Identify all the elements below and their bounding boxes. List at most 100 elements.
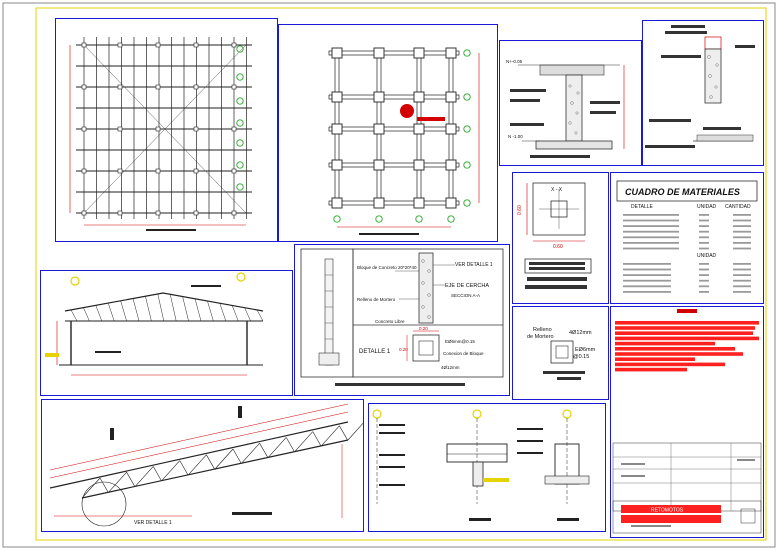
column-footing [373,159,385,171]
column-mark [155,210,161,216]
column-footing [413,91,425,103]
column-mark [81,42,87,48]
table-row-qty [733,219,751,222]
column-mark [81,210,87,216]
beam-rect [328,200,460,206]
column-footing [445,91,457,103]
top-chord [64,292,264,312]
truss-web [81,477,101,499]
materials-table-drawing: CUADRO DE MATERIALES DETALLE UNIDAD CANT… [616,180,758,293]
axis-bubble [333,215,341,223]
col-varilla-label: 4Ø12mm [569,330,592,336]
label-bar [517,428,543,430]
table-row-qty [733,214,751,216]
col-relleno-label: Relleno [533,327,552,333]
table-row-text [623,285,671,288]
truss-web [321,425,340,447]
column-footing [331,91,343,103]
table-row-text [623,236,679,239]
column-footing [413,123,425,135]
truss-web [126,472,135,487]
table-row-text [623,219,679,222]
note-line [615,321,759,325]
col-unidad-header: UNIDAD [697,204,717,210]
truss-web [259,443,268,458]
column-footing [445,197,457,209]
column-mark [231,84,237,90]
column-mark [155,126,161,132]
truss-web [145,296,152,322]
axis-bubble [447,215,455,223]
table-row-text [623,247,679,250]
column-section-drawing: X - X 0.60 0.60 [517,182,592,289]
beam-rect [328,162,460,168]
beam-rect [328,94,460,100]
label-bar [379,466,405,468]
axis-bubble [236,161,244,169]
axis-bubble [236,97,244,105]
seccion-label: SECCION A-A [451,293,480,298]
table-row-qty [733,236,751,239]
truss-web [95,305,103,322]
truss-web [70,309,78,322]
table-row-qty [733,225,751,227]
table-row-qty [733,274,751,276]
table-row-text [623,274,671,276]
red-notes [615,321,759,372]
table-row-unit [699,247,709,250]
column-footing [413,159,425,171]
label-bar [557,518,579,521]
truss-web [206,454,215,469]
truss-web [120,300,127,322]
column-footing [373,197,385,209]
conexion-label: Conexion de Bloque [443,351,484,356]
axis-bubble [236,183,244,191]
truss-elevation [40,270,293,396]
note-line [615,347,735,351]
materials-table: CUADRO DE MATERIALES DETALLE UNIDAD CANT… [610,172,764,304]
wall-column-details: VER DETALLE 1 Bloque de Concreto 20*20*4… [294,244,510,396]
column-footing [413,197,425,209]
table-row-unit [699,214,709,216]
label-bar [95,351,121,353]
note-line [615,341,715,346]
truss-web [194,298,202,322]
dimension-line [49,411,349,479]
truss-web [169,294,177,322]
axis-bubble [236,139,244,147]
axis-bubble [463,93,471,101]
column-footing [445,159,457,171]
column-mark [193,84,199,90]
section-mark [238,406,242,418]
column-footing [373,91,385,103]
table-row-qty [733,230,751,233]
axis-bubble [236,272,246,282]
column-plan-drawing [328,47,480,235]
table-row-text [623,279,671,282]
truss-web [152,466,162,481]
note-line [615,336,759,341]
truss-web [241,442,260,464]
footing-drawing: N+-0.05 N -1.00 [506,59,625,158]
wall-column-details-drawing: VER DETALLE 1 Bloque de Concreto 20*20*4… [300,248,504,386]
materials-rows-lower [623,263,751,293]
materials-table-title: CUADRO DE MATERIALES [625,187,740,197]
beam-rect [328,126,460,132]
column-mark [193,168,199,174]
table-row-unit [699,236,709,239]
table-row-qty [733,285,751,288]
column-footing [445,47,457,59]
col-detalle-header: DETALLE [631,204,654,210]
truss-web [267,437,287,458]
truss-detail: VER DETALLE 1 [41,399,364,532]
column-mark [155,168,161,174]
table-row-text [623,268,671,271]
brace-line [83,44,247,214]
top-chord [49,421,349,489]
axis-bubble [236,73,244,81]
plan-title-bar [359,233,419,235]
truss-web [244,307,251,322]
truss-web [312,431,322,446]
truss-web [294,431,314,452]
column-mark [231,210,237,216]
